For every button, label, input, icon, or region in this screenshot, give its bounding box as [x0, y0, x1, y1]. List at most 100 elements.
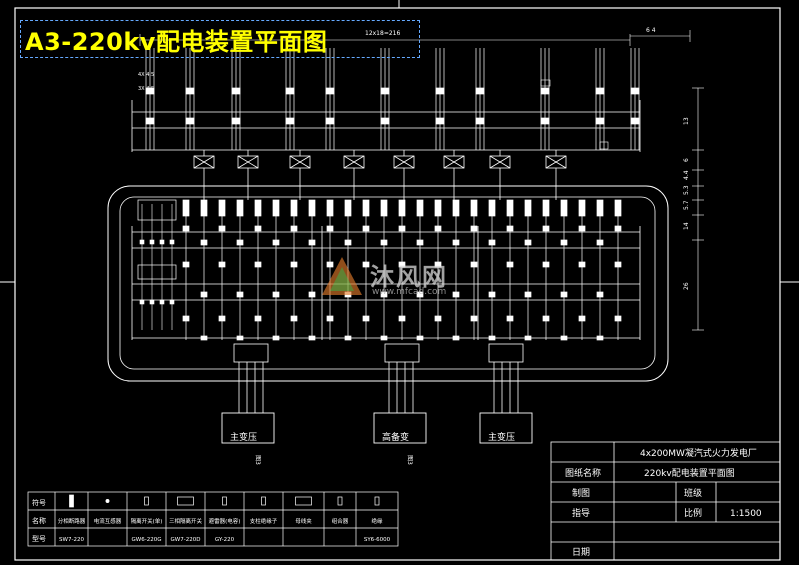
feed-box — [384, 343, 420, 363]
enclosure-outer — [107, 185, 669, 382]
legend-name: 分相断路器 — [58, 517, 86, 525]
drawn-by-label: 制图 — [572, 487, 590, 499]
right-dim-1: 6 — [683, 158, 690, 162]
upper-bay — [630, 48, 640, 150]
right-vertical-dimension — [692, 87, 704, 331]
legend-model: GW7-220D — [171, 537, 201, 543]
legend-symbol — [177, 496, 194, 506]
right-dim-6: 26 — [683, 282, 690, 290]
lower-bay — [326, 199, 334, 340]
drawing-name-label: 图纸名称 — [565, 467, 601, 479]
breaker-symbol — [393, 150, 415, 200]
lower-bay — [362, 199, 370, 340]
transformer-feeds — [233, 343, 524, 413]
legend-name: 电流互感器 — [94, 517, 122, 525]
lower-bay — [506, 199, 514, 340]
breaker-symbol — [343, 150, 365, 200]
legend-model: GY-220 — [215, 537, 235, 543]
right-dimension-labels: 13 6 4.4 5.3 5.7 14 26 — [683, 117, 690, 290]
right-dim-5: 14 — [683, 222, 690, 230]
lower-bay — [398, 199, 406, 340]
top-dimension-label: 12x18=216 — [365, 30, 400, 37]
lower-bay — [218, 199, 226, 340]
upper-bay — [540, 48, 550, 150]
lower-bay — [524, 199, 532, 341]
legend-name: 三相隔离开关 — [169, 517, 203, 525]
legend-row-label-1: 名称 — [32, 516, 46, 525]
breaker-symbol — [193, 150, 215, 200]
checked-by-label: 指导 — [572, 507, 590, 519]
feed-box — [233, 343, 269, 363]
legend-name: 绝缘 — [371, 517, 383, 525]
watermark-logo-icon — [322, 257, 362, 295]
legend-symbol — [144, 496, 149, 506]
watermark: 沐风网 www.mfcad.com — [318, 255, 478, 305]
legend-symbol — [337, 496, 343, 506]
lower-bay — [488, 199, 496, 341]
title-block — [550, 441, 781, 561]
lower-bays — [139, 199, 622, 341]
drawing-title: A3-220kv配电装置平面图 — [25, 28, 328, 56]
upper-busbar-area — [131, 100, 641, 152]
right-dim-0: 13 — [683, 117, 690, 125]
right-dim-2: 4.4 — [683, 170, 690, 180]
transformer-box-2 — [479, 412, 533, 444]
left-small-boxes — [137, 199, 177, 280]
upper-bay — [145, 48, 155, 150]
lower-bay — [434, 199, 442, 340]
upper-bay — [380, 48, 390, 150]
transformer-box-0 — [221, 412, 275, 444]
upper-bay — [231, 48, 241, 150]
legend-symbol — [69, 494, 74, 508]
left-feeder — [169, 204, 175, 330]
transformers — [221, 412, 533, 444]
legend-symbol — [261, 496, 266, 506]
lower-bay — [452, 199, 460, 341]
lower-bay — [380, 199, 388, 341]
legend-symbol — [374, 496, 380, 506]
lower-bay — [560, 199, 568, 341]
scale-label: 比例 — [684, 507, 702, 519]
left-feeder — [159, 204, 165, 330]
lower-bay — [236, 199, 244, 341]
lower-bay — [200, 199, 208, 341]
upper-bay — [435, 48, 445, 150]
enclosure-inner — [119, 196, 656, 370]
lower-bay — [290, 199, 298, 340]
transformer-label-1: 高备变 — [382, 431, 409, 443]
drawing-name: 220kv配电装置平面图 — [644, 467, 735, 479]
legend-text: 分相断路器电流互感器隔离开关(单)三相隔离开关避雷器(电容)支柱绝缘子母线夹组合… — [58, 517, 391, 543]
transformer-label-0: 主变压 — [230, 431, 257, 443]
upper-bay — [325, 48, 335, 150]
upper-bay — [595, 48, 605, 150]
legend-model: SW7-220 — [59, 537, 84, 543]
upper-bay — [185, 48, 195, 150]
breaker-symbol — [443, 150, 465, 200]
right-top-dimension-label: 6 4 — [646, 27, 656, 34]
right-dim-4: 5.7 — [683, 200, 690, 210]
scale-value: 1:1500 — [730, 509, 762, 519]
lower-bay — [542, 199, 550, 340]
legend-symbol — [105, 499, 110, 503]
left-feeder — [149, 204, 155, 330]
legend-model: SY6-6000 — [364, 537, 391, 543]
lower-bay — [308, 199, 316, 341]
small-box-2 — [599, 141, 609, 150]
lower-bay — [614, 199, 622, 340]
legend-model: GW6-220G — [132, 537, 162, 543]
legend-name: 隔离开关(单) — [131, 517, 163, 525]
breaker-symbol — [237, 150, 259, 200]
lower-bay — [416, 199, 424, 341]
right-dim-3: 5.3 — [683, 185, 690, 195]
transformer-label-2: 主变压 — [488, 431, 515, 443]
legend-row-label-0: 符号 — [32, 498, 46, 507]
legend-row-label-2: 型号 — [32, 534, 46, 543]
transformer-tag-0: 图3 — [254, 455, 261, 465]
upper-bay — [475, 48, 485, 150]
legend-symbol — [222, 496, 227, 506]
legend-name: 支柱绝缘子 — [250, 517, 278, 525]
breaker-symbol — [545, 150, 567, 200]
breaker-symbol — [489, 150, 511, 200]
breaker-symbol — [289, 150, 311, 200]
